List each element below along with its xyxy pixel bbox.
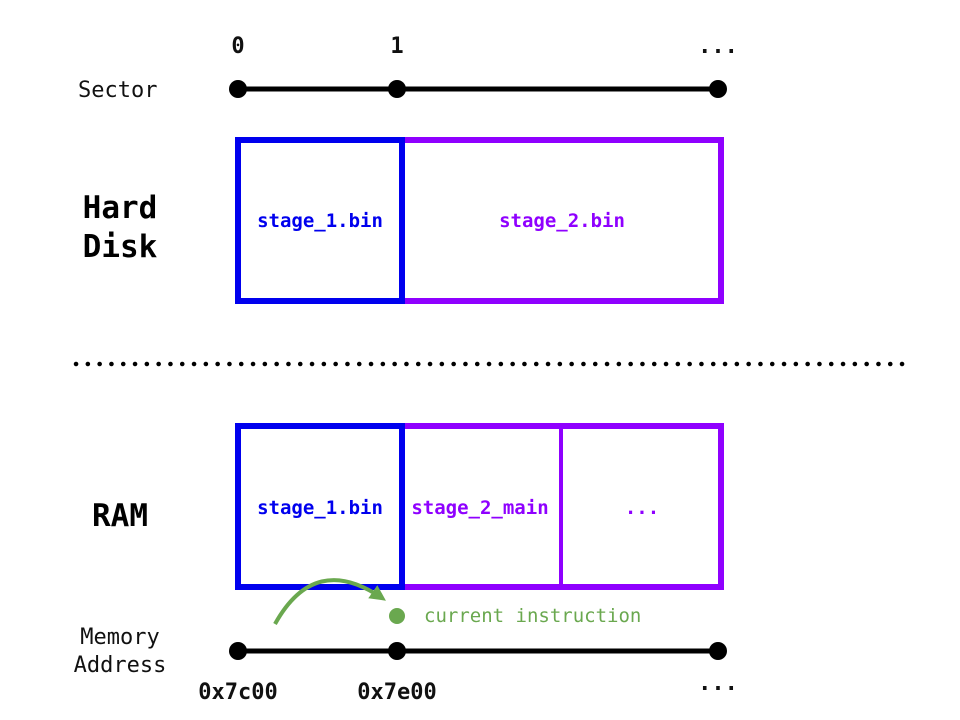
memory-tick-0x7c00: 0x7c00 — [198, 680, 277, 705]
ram-label: RAM — [92, 498, 148, 534]
memory-point-end — [709, 642, 727, 660]
hard-disk-stage1-label: stage_1.bin — [257, 210, 383, 232]
sector-label: Sector — [78, 78, 157, 103]
memory-tick-0x7e00: 0x7e00 — [357, 680, 436, 705]
ram-stage1-block — [235, 423, 405, 590]
ram-stage2-main-label: stage_2_main — [411, 497, 548, 519]
current-instruction-dot — [389, 608, 405, 624]
ram-more-label: ... — [625, 497, 659, 519]
memory-tick-more: ... — [698, 671, 738, 696]
hard-disk-stage1-block — [235, 137, 405, 304]
sector-tick-1: 1 — [390, 34, 403, 59]
current-instruction-label: current instruction — [424, 605, 641, 627]
ram-stage1-label: stage_1.bin — [257, 497, 383, 519]
jump-arrow — [273, 578, 386, 625]
hard-disk-label-line2: Disk — [83, 229, 158, 265]
sector-point-end — [709, 80, 727, 98]
sector-point-1 — [388, 80, 406, 98]
memory-point-0x7c00 — [229, 642, 247, 660]
sector-tick-0: 0 — [231, 34, 244, 59]
memory-address-label-line2: Address — [74, 653, 167, 678]
memory-address-label-line1: Memory — [80, 625, 159, 650]
memory-point-0x7e00 — [388, 642, 406, 660]
sector-point-0 — [229, 80, 247, 98]
sector-tick-more: ... — [698, 34, 738, 59]
hard-disk-stage2-label: stage_2.bin — [499, 210, 625, 232]
hard-disk-label-line1: Hard — [83, 190, 158, 226]
